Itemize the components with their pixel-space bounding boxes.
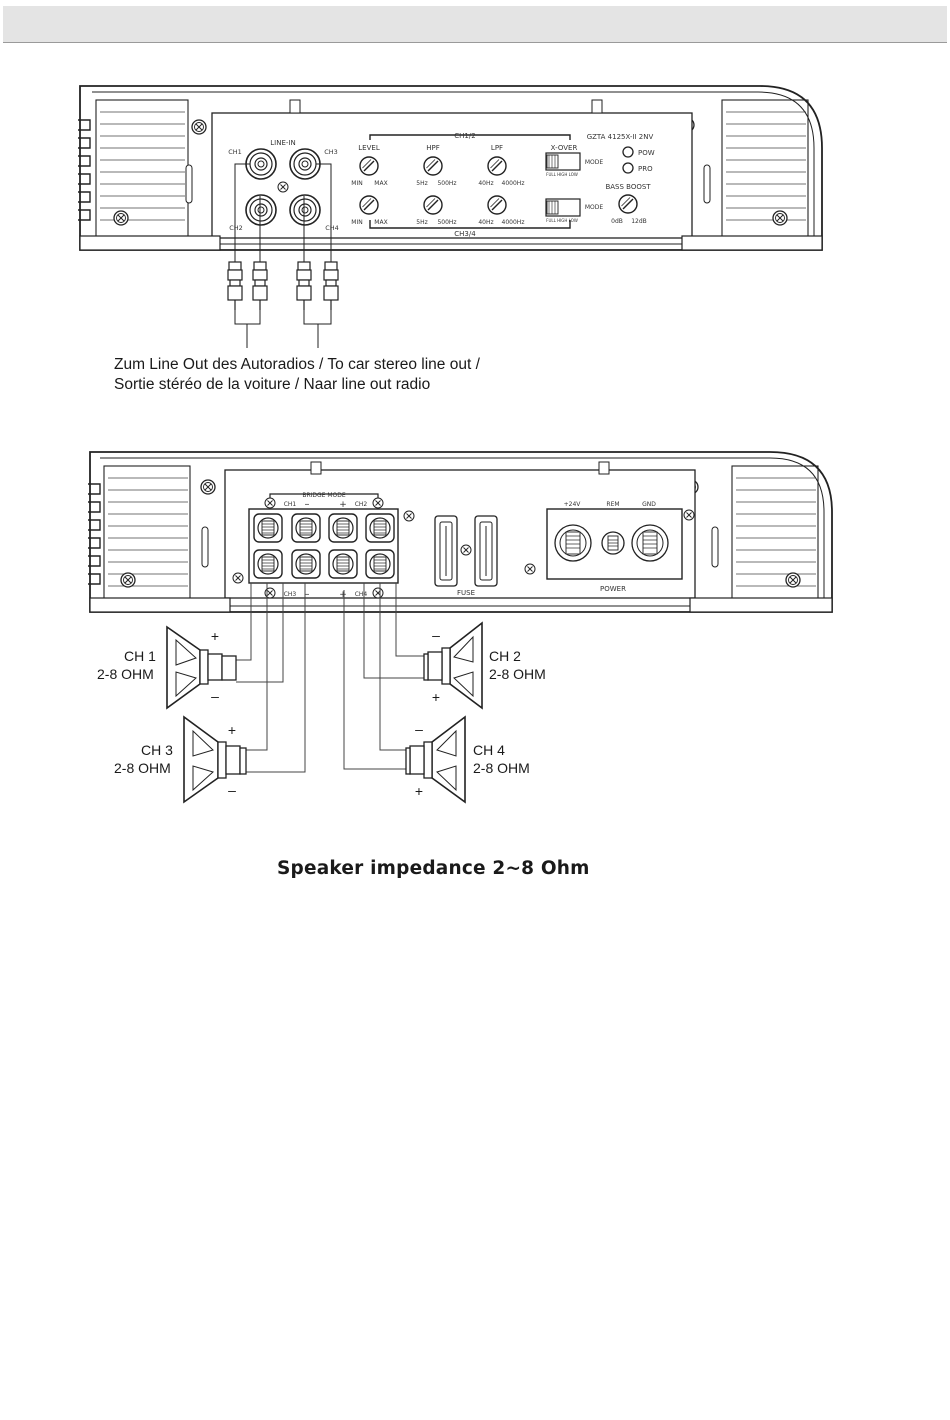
ch4-plus-sign: + bbox=[415, 783, 423, 799]
speaker-ch2-name: CH 2 bbox=[489, 648, 521, 664]
lpf-knob-ch34[interactable] bbox=[487, 195, 507, 215]
power-terminal-24v-label: +24V bbox=[564, 501, 582, 508]
mode-label-ch12: MODE bbox=[585, 159, 604, 166]
hpf-min-label: 5Hz bbox=[416, 180, 427, 187]
page-header-bar bbox=[3, 6, 947, 43]
speaker-ch1 bbox=[166, 625, 237, 710]
hpf-max-label-2: 500Hz bbox=[437, 219, 456, 226]
svg-text:+: + bbox=[339, 590, 347, 600]
amplifier-top-view: LINE-IN CH1 CH3 CH2 CH4 CH1/2 CH3/4 GZTA… bbox=[77, 85, 823, 251]
speaker-ch3-impedance: 2-8 OHM bbox=[114, 760, 171, 776]
hpf-knob-ch12[interactable] bbox=[423, 156, 443, 176]
speaker-ch3-name: CH 3 bbox=[141, 742, 173, 758]
pro-label: PRO bbox=[638, 165, 653, 173]
xover-positions-ch34: FULL HIGH LOW bbox=[546, 218, 578, 223]
pro-led bbox=[622, 162, 634, 174]
bass-max-label: 12dB bbox=[631, 218, 647, 225]
rca-plug-1 bbox=[227, 261, 243, 311]
svg-text:+: + bbox=[339, 500, 347, 510]
hpf-min-label-2: 5Hz bbox=[416, 219, 427, 226]
hpf-label: HPF bbox=[426, 144, 440, 152]
ch1-plus-sign: + bbox=[211, 628, 219, 644]
ch1-label: CH1 bbox=[284, 501, 297, 508]
svg-text:–: – bbox=[305, 499, 310, 510]
input-caption-line2: Sortie stéréo de la voiture / Naar line … bbox=[114, 376, 431, 393]
ch4-minus-sign: – bbox=[415, 721, 423, 737]
pow-label: POW bbox=[638, 149, 655, 157]
bass-boost-label: BASS BOOST bbox=[605, 183, 651, 191]
input-label-ch3: CH3 bbox=[324, 148, 338, 156]
ch1-minus-sign: – bbox=[211, 688, 219, 704]
speaker-ch2 bbox=[423, 621, 483, 710]
input-label-ch2: CH2 bbox=[229, 224, 243, 232]
level-label: LEVEL bbox=[358, 144, 380, 152]
ch34-label: CH3/4 bbox=[454, 230, 476, 238]
speaker-impedance-caption: Speaker impedance 2~8 Ohm bbox=[277, 858, 590, 879]
power-terminal-gnd-label: GND bbox=[642, 501, 656, 508]
lpf-min-label: 40Hz bbox=[478, 180, 493, 187]
ch12-label: CH1/2 bbox=[454, 132, 475, 140]
lpf-min-label-2: 40Hz bbox=[478, 219, 493, 226]
level-knob-ch12[interactable] bbox=[359, 156, 379, 176]
lpf-label: LPF bbox=[491, 144, 503, 152]
mode-label-ch34: MODE bbox=[585, 204, 604, 211]
level-max-label-2: MAX bbox=[374, 219, 387, 226]
input-caption-line1: Zum Line Out des Autoradios / To car ste… bbox=[114, 356, 480, 373]
rca-jack-ch3 bbox=[289, 148, 321, 180]
lpf-max-label-2: 4000Hz bbox=[502, 219, 525, 226]
rca-plug-3 bbox=[296, 261, 312, 311]
level-min-label: MIN bbox=[351, 180, 362, 187]
power-label: POWER bbox=[600, 585, 626, 593]
hpf-knob-ch34[interactable] bbox=[423, 195, 443, 215]
power-terminal-rem-label: REM bbox=[606, 501, 619, 508]
rca-jack-ch2 bbox=[245, 194, 277, 226]
bridge-mode-label: BRIDGE MODE bbox=[302, 492, 346, 499]
ch2-plus-sign: + bbox=[432, 689, 440, 705]
lpf-knob-ch12[interactable] bbox=[487, 156, 507, 176]
speaker-ch4 bbox=[405, 715, 466, 804]
svg-text:–: – bbox=[305, 589, 310, 600]
level-min-label-2: MIN bbox=[351, 219, 362, 226]
model-label: GZTA 4125X-II 2NV bbox=[587, 133, 654, 141]
bass-boost-knob[interactable] bbox=[618, 194, 638, 214]
speaker-ch1-impedance: 2-8 OHM bbox=[97, 666, 154, 682]
xover-label: X-OVER bbox=[551, 144, 578, 152]
ch4-label: CH4 bbox=[355, 591, 368, 598]
bass-min-label: 0dB bbox=[611, 218, 623, 225]
pow-led bbox=[622, 146, 634, 158]
speaker-ch4-impedance: 2-8 OHM bbox=[473, 760, 530, 776]
line-in-title: LINE-IN bbox=[270, 139, 295, 147]
rca-plug-2 bbox=[252, 261, 268, 311]
hpf-max-label: 500Hz bbox=[437, 180, 456, 187]
rca-plug-4 bbox=[323, 261, 339, 311]
speaker-ch4-name: CH 4 bbox=[473, 742, 505, 758]
fuse-label: FUSE bbox=[457, 589, 475, 597]
ch3-label: CH3 bbox=[284, 591, 297, 598]
rca-cables bbox=[227, 163, 339, 348]
amplifier-bottom-view: BRIDGE MODE CH1 – + CH2 CH3 – + CH4 FUSE… bbox=[87, 451, 833, 613]
lpf-max-label: 4000Hz bbox=[502, 180, 525, 187]
ch3-minus-sign: – bbox=[228, 782, 236, 798]
rca-jack-ch4 bbox=[289, 194, 321, 226]
input-label-ch1: CH1 bbox=[228, 148, 242, 156]
input-label-ch4: CH4 bbox=[325, 224, 339, 232]
xover-positions-ch12: FULL HIGH LOW bbox=[546, 172, 578, 177]
speaker-ch1-name: CH 1 bbox=[124, 648, 156, 664]
level-knob-ch34[interactable] bbox=[359, 195, 379, 215]
speaker-ch2-impedance: 2-8 OHM bbox=[489, 666, 546, 682]
ch2-minus-sign: – bbox=[432, 627, 440, 643]
ch3-plus-sign: + bbox=[228, 722, 236, 738]
speaker-ch3 bbox=[183, 715, 247, 804]
ch2-label: CH2 bbox=[355, 501, 368, 508]
level-max-label: MAX bbox=[374, 180, 387, 187]
rca-jack-ch1 bbox=[245, 148, 277, 180]
speaker-wires bbox=[236, 583, 424, 773]
